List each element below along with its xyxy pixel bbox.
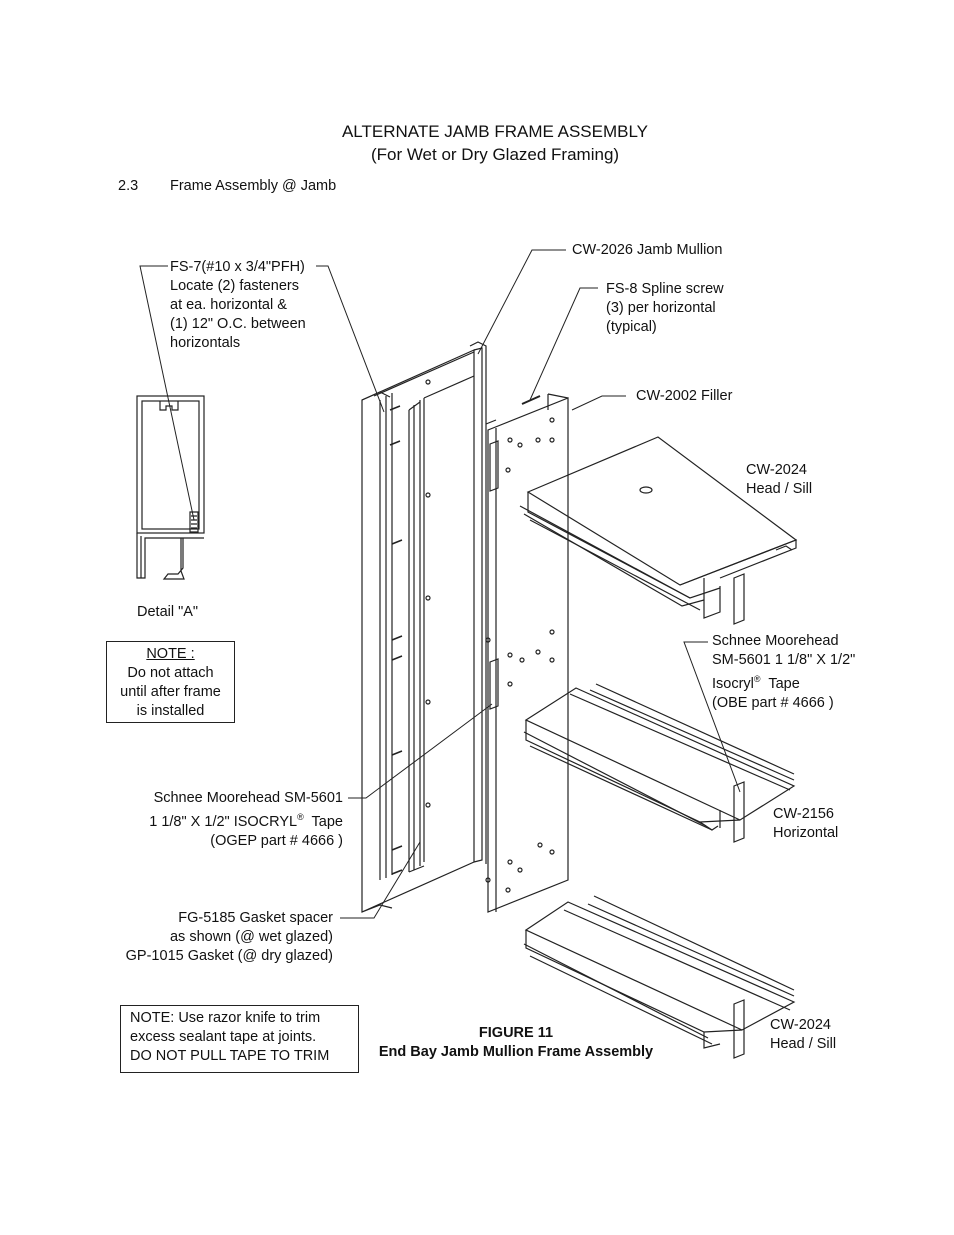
- fs7-line-4: (1) 12" O.C. between: [170, 316, 306, 332]
- fs8-line-3: (typical): [606, 319, 657, 335]
- cw2156-line-1: CW-2156: [773, 806, 834, 822]
- section-heading: 2.3 Frame Assembly @ Jamb: [118, 178, 336, 194]
- cw2024-top-line-1: CW-2024: [746, 462, 807, 478]
- schnee-right-line-4: (OBE part # 4666 ): [712, 694, 834, 711]
- cw2024-bottom-line-1: CW-2024: [770, 1017, 831, 1033]
- schnee-right-line-2: SM-5601 1 1/8" X 1/2": [712, 652, 856, 668]
- cw2024-top-line-2: Head / Sill: [746, 481, 813, 497]
- fg5185-line-3: GP-1015 Gasket (@ dry glazed): [125, 948, 333, 964]
- note2-line-1: NOTE: Use razor knife to trim: [130, 1010, 321, 1026]
- cw2024-bottom-line-2: Head / Sill: [770, 1036, 837, 1052]
- fg5185-line-2: as shown (@ wet glazed): [169, 929, 333, 945]
- tape-word: Tape: [311, 813, 343, 830]
- schnee-left-line-3: (OGEP part # 4666 ): [210, 832, 343, 849]
- note2-line-3: DO NOT PULL TAPE TO TRIM: [130, 1048, 330, 1064]
- cw2024-bottom-callout: CW-2024 Head / Sill: [770, 1016, 836, 1054]
- fs7-line-2: Locate (2) fasteners: [170, 278, 299, 294]
- schnee-left-line-1: Schnee Moorehead SM-5601: [153, 790, 343, 806]
- jamb-mullion: [361, 341, 487, 913]
- fs7-line-5: horizontals: [170, 335, 241, 351]
- fs8-callout: FS-8 Spline screw (3) per horizontal (ty…: [606, 280, 724, 337]
- cw2024-top-callout: CW-2024 Head / Sill: [746, 461, 812, 499]
- schnee-right-line-1: Schnee Moorehead: [712, 633, 839, 649]
- note1-line-1: Do not attach: [127, 665, 214, 681]
- cw2026-callout: CW-2026 Jamb Mullion: [572, 242, 723, 258]
- page-title: ALTERNATE JAMB FRAME ASSEMBLY: [341, 122, 649, 141]
- horizontal-middle: [523, 683, 796, 843]
- fg5185-callout: FG-5185 Gasket spacer as shown (@ wet gl…: [90, 909, 333, 966]
- filler-plate: [485, 393, 569, 913]
- section-title: Frame Assembly @ Jamb: [170, 178, 337, 194]
- leader-lines: [139, 249, 741, 919]
- tape-word: Tape: [768, 675, 800, 692]
- note-box-razor: NOTE: Use razor knife to trim excess sea…: [120, 1005, 359, 1073]
- schnee-left-callout: Schnee Moorehead SM-5601 1 1/8" X 1/2" I…: [100, 789, 343, 851]
- isocryl-word: Isocryl: [712, 675, 754, 692]
- schnee-right-line-3: Isocryl® Tape: [712, 670, 855, 694]
- note1-line-3: is installed: [136, 703, 205, 719]
- note1-line-2: until after frame: [120, 684, 221, 700]
- fg5185-line-1: FG-5185 Gasket spacer: [178, 910, 333, 926]
- section-number: 2.3: [118, 178, 139, 194]
- cw2156-line-2: Horizontal: [773, 825, 839, 841]
- fs8-line-2: (3) per horizontal: [606, 300, 716, 316]
- cw2002-callout: CW-2002 Filler: [636, 388, 733, 404]
- head-sill-top: [519, 436, 798, 625]
- detail-a-profile: [136, 395, 205, 580]
- fs7-callout: FS-7(#10 x 3/4"PFH) Locate (2) fasteners…: [170, 258, 306, 353]
- cw2156-callout: CW-2156 Horizontal: [773, 805, 838, 843]
- figure-number: FIGURE 11: [478, 1025, 554, 1041]
- fs7-line-3: at ea. horizontal &: [170, 297, 287, 313]
- schnee-right-callout: Schnee Moorehead SM-5601 1 1/8" X 1/2" I…: [712, 632, 855, 713]
- figure-title: End Bay Jamb Mullion Frame Assembly: [378, 1044, 654, 1060]
- note2-text: NOTE: Use razor knife to trim excess sea…: [130, 1009, 329, 1066]
- note-box-attach: NOTE : Do not attach until after frame i…: [106, 641, 235, 723]
- page-subtitle: (For Wet or Dry Glazed Framing): [370, 145, 620, 164]
- fs8-line-1: FS-8 Spline screw: [606, 281, 724, 297]
- note1-heading: NOTE :: [146, 646, 195, 662]
- head-sill-bottom: [523, 895, 796, 1059]
- schnee-left-line-2: 1 1/8" X 1/2" ISOCRYL® Tape: [100, 808, 343, 832]
- isocryl-size: 1 1/8" X 1/2" ISOCRYL: [149, 813, 298, 830]
- note2-line-2: excess sealant tape at joints.: [130, 1029, 317, 1045]
- note1-text: NOTE : Do not attach until after frame i…: [107, 645, 234, 721]
- registered-mark: ®: [297, 812, 304, 822]
- registered-mark: ®: [753, 674, 761, 684]
- fs7-line-1: FS-7(#10 x 3/4"PFH): [170, 259, 305, 275]
- figure-caption: FIGURE 11 End Bay Jamb Mullion Frame Ass…: [360, 1024, 672, 1062]
- detail-a-label: Detail "A": [137, 604, 199, 620]
